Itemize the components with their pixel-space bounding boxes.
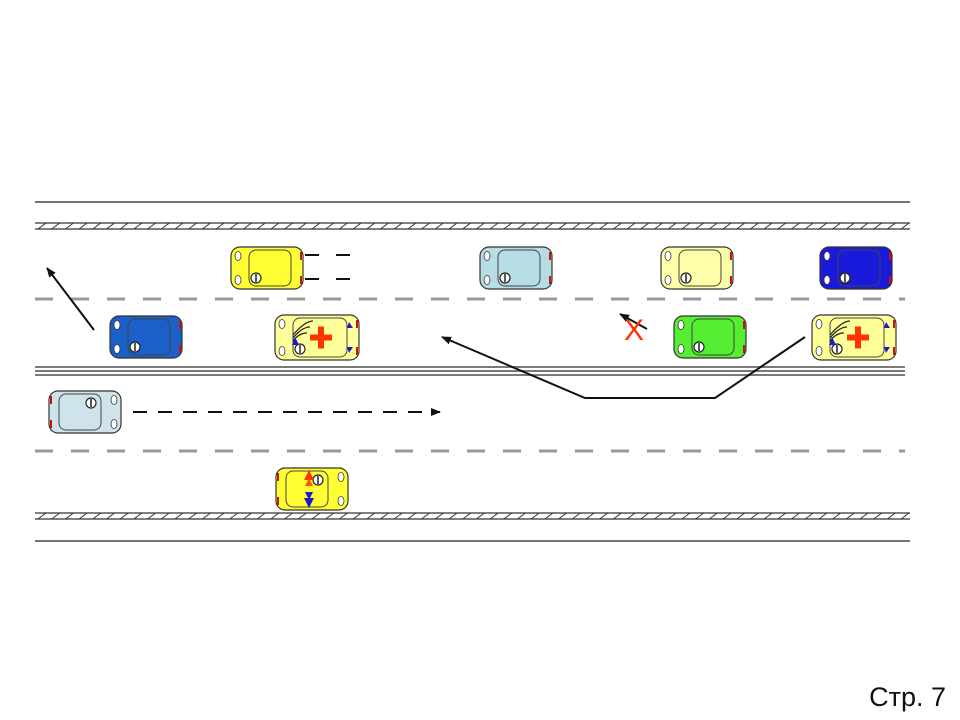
vehicle-body (230, 246, 304, 290)
movement-arrows: X (46, 254, 806, 416)
blocked-move-arrow (619, 313, 648, 330)
light-blue-car-oncoming (48, 390, 122, 434)
yellow-car-top-lane (230, 246, 304, 290)
page-number: Стр. 7 (869, 682, 946, 712)
vehicle-body (660, 246, 734, 290)
road (35, 201, 910, 542)
ambulance-right (811, 314, 897, 361)
vehicle-body (673, 315, 747, 359)
blue-car-second-lane (109, 315, 183, 359)
ambulance-path-arrow (441, 336, 806, 399)
vehicle-body (819, 246, 893, 290)
vehicle-body (48, 390, 122, 434)
light-blue-car-top-lane (479, 246, 553, 290)
vehicles (48, 246, 897, 511)
vehicle-body (109, 315, 183, 359)
green-car-second-lane (673, 315, 747, 359)
ambulance-middle (274, 314, 360, 361)
cross-mark: X (624, 314, 644, 347)
left-turn-arrow (46, 267, 95, 331)
vehicle-body (479, 246, 553, 290)
barrier-bottom (35, 512, 910, 520)
yellow-police-car (275, 467, 349, 511)
dark-blue-car-top-lane (819, 246, 893, 290)
cream-car-top-lane (660, 246, 734, 290)
vehicle-body (275, 467, 349, 511)
barrier-top (35, 222, 910, 230)
